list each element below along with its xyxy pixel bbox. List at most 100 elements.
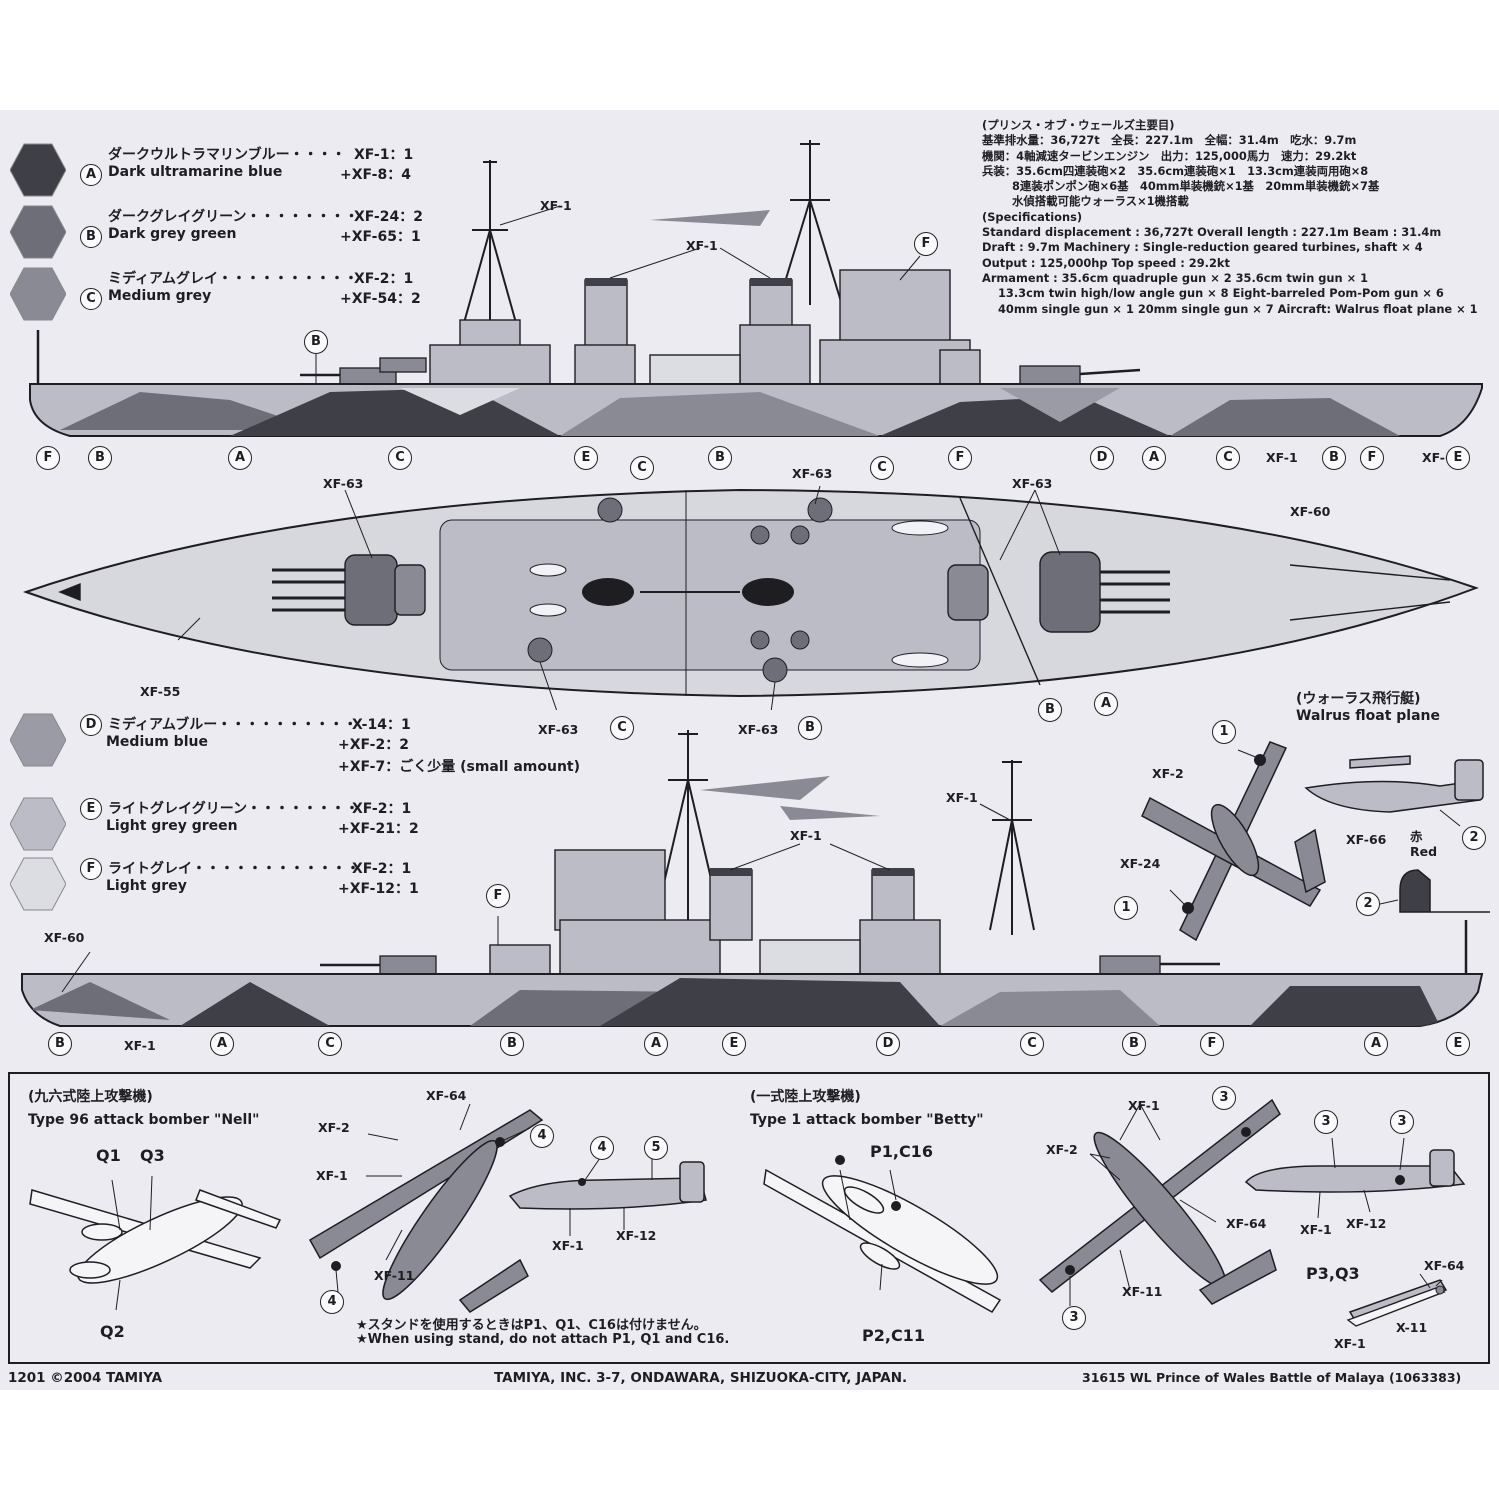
paint-name-jp: ダークウルトラマリンブルー・・・・ bbox=[108, 147, 346, 163]
paint-mix-secondary: +XF-8：4 bbox=[340, 167, 411, 183]
paint-mix-primary: XF-1：1 bbox=[354, 147, 414, 163]
paint-name-jp: ダークグレイグリーン・・・・・・・・ bbox=[108, 209, 359, 225]
spec-line: (プリンス・オブ・ウェールズ主要目) bbox=[982, 118, 1175, 132]
paint-mix-primary: XF-2：1 bbox=[352, 861, 412, 877]
hull-callout: E bbox=[1446, 1032, 1470, 1056]
paint-mix-secondary: +XF-54：2 bbox=[340, 291, 421, 307]
nell-callout-4: 4 bbox=[320, 1290, 344, 1314]
betty-title-en: Type 1 attack bomber "Betty" bbox=[750, 1112, 984, 1128]
hull-callout: B bbox=[1122, 1032, 1146, 1056]
spec-line: (Specifications) bbox=[982, 209, 1083, 224]
hull-callout: E bbox=[722, 1032, 746, 1056]
callout-xf1: XF-1 bbox=[946, 790, 978, 805]
plan-callout-c: C bbox=[630, 456, 654, 480]
hull-callout: E bbox=[1446, 446, 1470, 470]
plan-callout-b: B bbox=[798, 716, 822, 740]
spec-line: Armament : 35.6cm quadruple gun × 2 35.6… bbox=[982, 270, 1369, 285]
hull-callout: E bbox=[574, 446, 598, 470]
paint-letter: C bbox=[80, 288, 102, 310]
footer-right: 31615 WL Prince of Wales Battle of Malay… bbox=[1082, 1370, 1462, 1385]
nell-q1: Q1 bbox=[96, 1146, 121, 1165]
nell-callout-5: 5 bbox=[644, 1136, 668, 1160]
paint-swatch-dark-ultramarine-icon bbox=[10, 143, 66, 197]
paint-mix-tertiary: +XF-7：ごく少量 (small amount) bbox=[338, 759, 580, 775]
paint-mix-primary: XF-2：1 bbox=[354, 271, 414, 287]
paint-name-jp: ライトグレイ・・・・・・・・・・・・ bbox=[108, 861, 360, 877]
aircraft-panel bbox=[8, 1072, 1490, 1364]
torpedo-icon bbox=[1346, 1280, 1446, 1327]
paint-mix-secondary: +XF-2：2 bbox=[338, 737, 409, 753]
nell-bomber-views bbox=[29, 1103, 707, 1313]
paint-swatch-dark-grey-green-icon bbox=[10, 205, 66, 259]
ship-profile-starboard bbox=[21, 730, 1484, 1027]
paint-mix-secondary: +XF-12：1 bbox=[338, 881, 419, 897]
nell-xf11: XF-11 bbox=[374, 1268, 415, 1283]
betty-callout-3: 3 bbox=[1314, 1110, 1338, 1134]
footer-center: TAMIYA, INC. 3-7, ONDAWARA, SHIZUOKA-CIT… bbox=[494, 1370, 908, 1386]
paint-name-en: Light grey green bbox=[106, 818, 238, 834]
betty-xf2: XF-2 bbox=[1046, 1142, 1078, 1157]
callout-xf1: XF-1 bbox=[790, 828, 822, 843]
plan-xf60: XF-60 bbox=[1290, 504, 1331, 519]
paint-swatch-light-grey-icon bbox=[10, 857, 66, 911]
nell-q3: Q3 bbox=[140, 1146, 165, 1165]
plan-callout-c: C bbox=[610, 716, 634, 740]
paint-name-en: Medium grey bbox=[108, 288, 212, 304]
nell-xf64: XF-64 bbox=[426, 1088, 467, 1103]
hull-callout-xf: XF-1 bbox=[1266, 450, 1298, 465]
callout-xf1: XF-1 bbox=[686, 238, 718, 253]
hull-callout: D bbox=[1090, 446, 1114, 470]
paint-letter: B bbox=[80, 226, 102, 248]
hull-callout-xf: XF-1 bbox=[124, 1038, 156, 1053]
walrus-title-jp: (ウォーラス飛行艇) bbox=[1296, 691, 1421, 707]
paint-swatch-medium-blue-icon bbox=[10, 713, 66, 767]
callout-b: B bbox=[304, 330, 328, 354]
hull-callout: B bbox=[708, 446, 732, 470]
ship-plan-view bbox=[22, 485, 1479, 710]
betty-torpedo-x11: X-11 bbox=[1396, 1320, 1428, 1335]
betty-callout-3: 3 bbox=[1212, 1086, 1236, 1110]
plan-xf63: XF-63 bbox=[792, 466, 833, 481]
hull-callout: F bbox=[948, 446, 972, 470]
hull-callout: B bbox=[500, 1032, 524, 1056]
paint-letter: E bbox=[80, 798, 102, 820]
betty-p1c16: P1,C16 bbox=[870, 1142, 933, 1161]
nell-title-en: Type 96 attack bomber "Nell" bbox=[28, 1112, 260, 1128]
paint-mix-primary: X-14：1 bbox=[352, 717, 411, 733]
hull-callout: A bbox=[1364, 1032, 1388, 1056]
betty-p2c11: P2,C11 bbox=[862, 1326, 925, 1345]
spec-line: Output : 125,000hp Top speed : 29.2kt bbox=[982, 255, 1230, 270]
paint-name-en: Medium blue bbox=[106, 734, 208, 750]
footer-left: 1201 ©2004 TAMIYA bbox=[8, 1370, 163, 1386]
ship-profile-port bbox=[29, 140, 1483, 437]
betty-torpedo-xf1: XF-1 bbox=[1334, 1336, 1366, 1351]
hull-callout: D bbox=[876, 1032, 900, 1056]
hull-callout: B bbox=[48, 1032, 72, 1056]
callout-xf1: XF-1 bbox=[540, 198, 572, 213]
walrus-xf66: XF-66 bbox=[1346, 832, 1387, 847]
betty-xf11: XF-11 bbox=[1122, 1284, 1163, 1299]
walrus-plane-views bbox=[1141, 741, 1490, 942]
callout-f: F bbox=[914, 232, 938, 256]
spec-line: 基準排水量：36,727t 全長：227.1m 全幅：31.4m 吃水：9.7m bbox=[982, 133, 1357, 148]
nell-xf1: XF-1 bbox=[316, 1168, 348, 1183]
betty-xf64: XF-64 bbox=[1226, 1216, 1267, 1231]
hull-callout: A bbox=[228, 446, 252, 470]
spec-line: Draft : 9.7m Machinery : Single-reductio… bbox=[982, 240, 1423, 255]
paint-name-jp: ミディアムグレイ・・・・・・・・・・ bbox=[108, 271, 359, 287]
spec-line: 機関：4軸減速タービンエンジン 出力：125,000馬力 速力：29.2kt bbox=[982, 148, 1357, 163]
spec-line: 水偵搭載可能ウォーラス×1機搭載 bbox=[1012, 194, 1189, 209]
hull-callout: B bbox=[88, 446, 112, 470]
walrus-callout-2: 2 bbox=[1356, 892, 1380, 916]
hull-callout: A bbox=[210, 1032, 234, 1056]
plan-callout-c: C bbox=[870, 456, 894, 480]
walrus-title-en: Walrus float plane bbox=[1296, 708, 1441, 724]
hull-callout: C bbox=[1020, 1032, 1044, 1056]
hull-callout: B bbox=[1322, 446, 1346, 470]
nell-side-xf12: XF-12 bbox=[616, 1228, 657, 1243]
betty-callout-3: 3 bbox=[1062, 1306, 1086, 1330]
hull-callout: F bbox=[1200, 1032, 1224, 1056]
plan-callout-b: B bbox=[1038, 698, 1062, 722]
nell-q2: Q2 bbox=[100, 1322, 125, 1341]
paint-name-jp: ライトグレイグリーン・・・・・・・・ bbox=[108, 801, 360, 817]
